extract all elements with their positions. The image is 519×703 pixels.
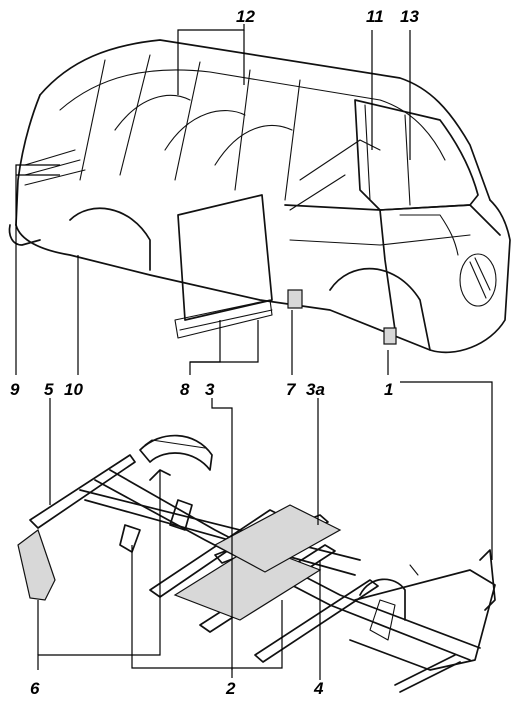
callout-label-4: 4 <box>313 679 324 698</box>
leader-lines <box>15 24 493 680</box>
callout-label-10: 10 <box>64 380 83 399</box>
callout-label-1: 1 <box>384 380 393 399</box>
callout-label-3a: 3a <box>306 380 325 399</box>
callout-label-6: 6 <box>30 679 40 698</box>
callout-label-13: 13 <box>400 7 419 26</box>
callout-labels: 12 11 13 9 10 8 7 1 5 3 3a 6 2 4 <box>10 7 419 698</box>
callout-label-5: 5 <box>44 380 54 399</box>
callout-label-7: 7 <box>286 380 297 399</box>
callout-label-3: 3 <box>205 380 215 399</box>
chassis-frame <box>17 434 496 693</box>
callout-label-9: 9 <box>10 380 20 399</box>
callout-label-12: 12 <box>236 7 255 26</box>
callout-label-2: 2 <box>225 679 236 698</box>
van-body-shell <box>8 39 511 354</box>
callout-label-8: 8 <box>180 380 190 399</box>
callout-label-11: 11 <box>366 7 384 26</box>
